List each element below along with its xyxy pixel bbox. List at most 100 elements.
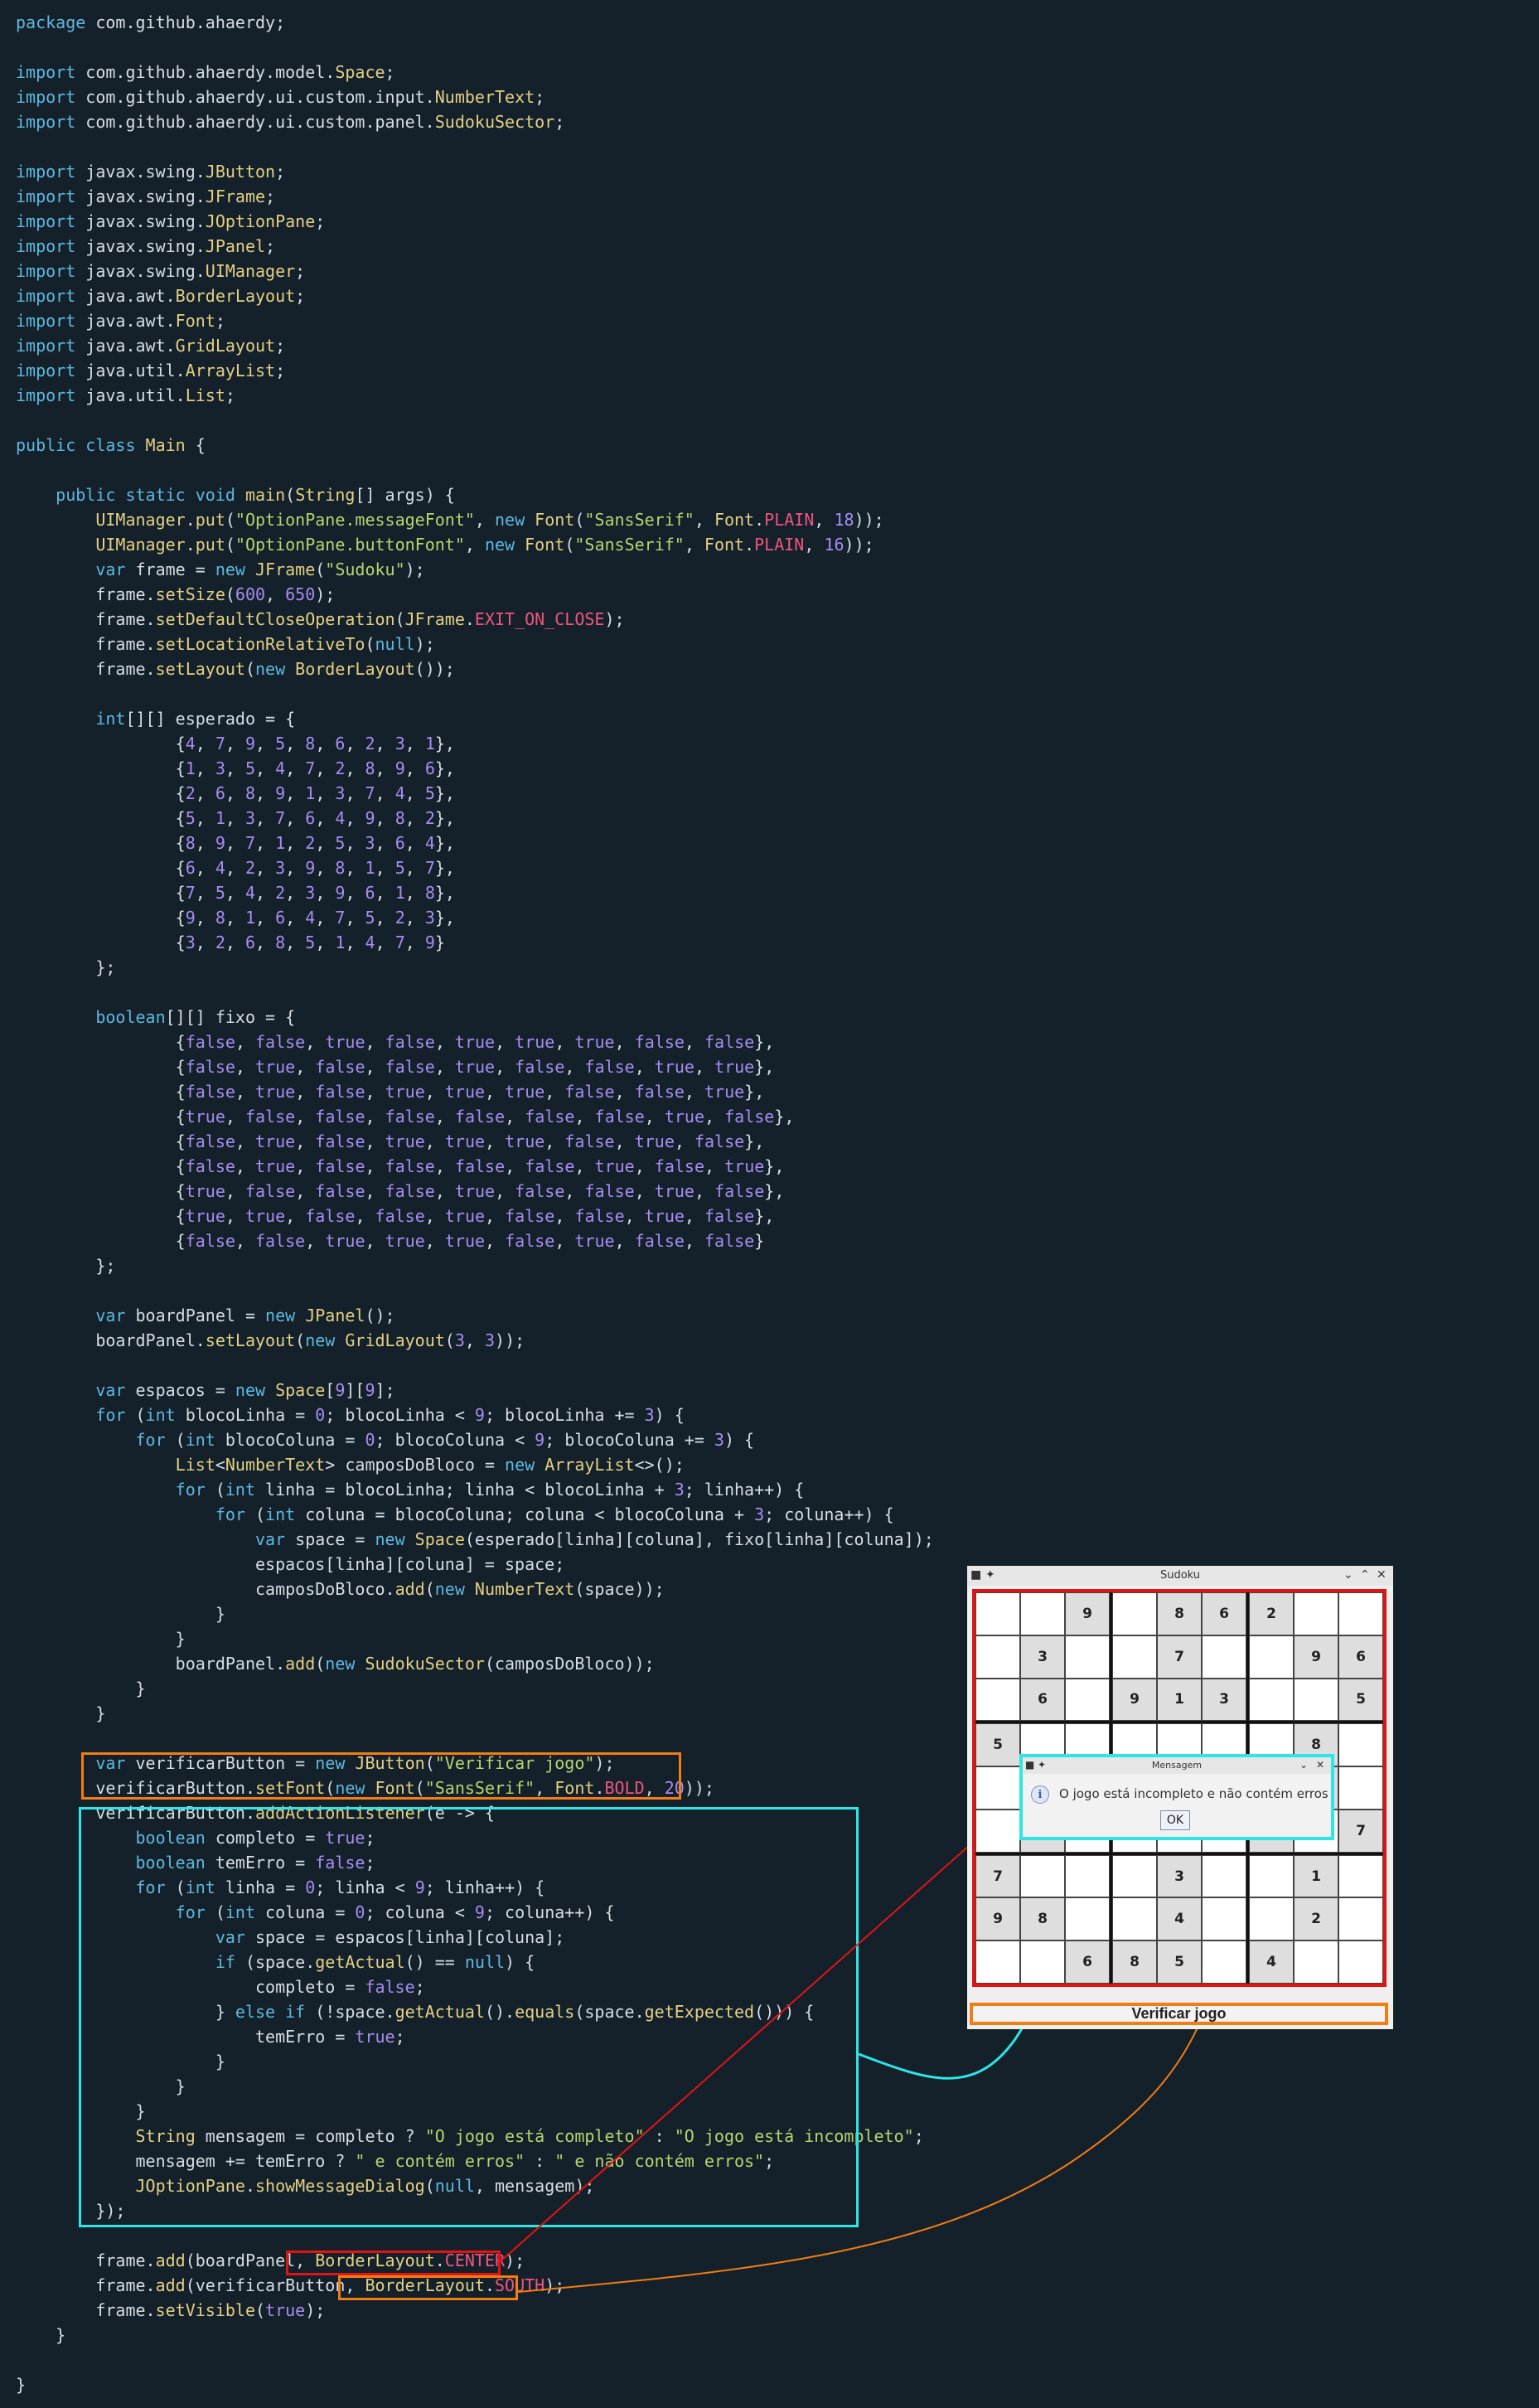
code-token: , bbox=[255, 908, 276, 928]
code-token: "OptionPane.buttonFont" bbox=[235, 535, 465, 555]
minimize-icon[interactable]: ⌄ bbox=[1299, 1759, 1309, 1771]
close-icon[interactable]: ✕ bbox=[1377, 1568, 1387, 1582]
sudoku-cell-input[interactable] bbox=[1113, 1898, 1156, 1940]
close-icon[interactable]: ✕ bbox=[1316, 1759, 1325, 1771]
sudoku-cell-input[interactable] bbox=[1339, 1767, 1382, 1809]
sudoku-cell-input[interactable] bbox=[1295, 1593, 1338, 1635]
sudoku-cell-input[interactable] bbox=[1203, 1855, 1246, 1897]
code-token: com.github.ahaerdy.ui.custom.panel. bbox=[75, 112, 435, 132]
code-token: , bbox=[704, 1107, 725, 1126]
code-token: , bbox=[295, 1156, 316, 1176]
code-token: , bbox=[424, 1131, 445, 1151]
sudoku-cell-input[interactable] bbox=[1203, 1941, 1246, 1983]
code-token: , bbox=[195, 933, 215, 952]
code-token: { bbox=[16, 1231, 186, 1251]
verify-game-button[interactable]: Verificar jogo bbox=[970, 2003, 1388, 2025]
sudoku-cell-input[interactable] bbox=[1113, 1593, 1156, 1635]
code-token: setSize bbox=[155, 584, 225, 604]
code-token: JPanel bbox=[305, 1306, 365, 1325]
sudoku-cell-input[interactable] bbox=[1339, 1724, 1382, 1766]
sudoku-cell-input[interactable] bbox=[1113, 1855, 1156, 1897]
code-token: ( bbox=[424, 1579, 435, 1599]
code-token: , bbox=[365, 1057, 385, 1077]
minimize-icon[interactable]: ⌄ bbox=[1343, 1568, 1353, 1582]
code-token: 9 bbox=[215, 833, 225, 853]
code-token: 7 bbox=[394, 933, 405, 952]
code-token: " e não contém erros" bbox=[554, 2151, 765, 2171]
maximize-icon[interactable]: ⌃ bbox=[1360, 1568, 1370, 1582]
sudoku-cell-input[interactable] bbox=[1066, 1635, 1109, 1678]
sudoku-cell-input[interactable] bbox=[1203, 1635, 1246, 1678]
sudoku-cell-input[interactable] bbox=[976, 1635, 1019, 1678]
code-token: (verificarButton, bbox=[185, 2275, 365, 2295]
code-token: Font bbox=[714, 510, 755, 530]
code-token: }, bbox=[434, 734, 455, 753]
code-token: ArrayList bbox=[185, 361, 276, 380]
sudoku-cell-input[interactable] bbox=[1203, 1898, 1246, 1940]
code-token bbox=[16, 1380, 95, 1400]
code-token: for bbox=[135, 1430, 166, 1450]
code-token: ; bbox=[315, 211, 326, 231]
sudoku-cell-input[interactable] bbox=[1339, 1855, 1382, 1897]
sudoku-cell-input[interactable] bbox=[1021, 1941, 1064, 1983]
code-token: { bbox=[16, 734, 186, 753]
sudoku-cell-input[interactable] bbox=[1066, 1679, 1109, 1721]
code-token: 6 bbox=[365, 883, 375, 903]
code-line: import javax.swing.JPanel; bbox=[16, 234, 934, 259]
sudoku-cell-input[interactable] bbox=[976, 1810, 1019, 1852]
code-token: , bbox=[255, 858, 276, 878]
code-token: new bbox=[505, 1455, 535, 1475]
sudoku-cell-input[interactable] bbox=[1339, 1898, 1382, 1940]
code-token: false bbox=[724, 1107, 775, 1126]
code-token: } bbox=[16, 2375, 27, 2395]
code-token: true bbox=[444, 1206, 486, 1226]
code-token: ); bbox=[404, 560, 425, 579]
sudoku-cell-input[interactable] bbox=[1295, 1679, 1338, 1721]
code-token bbox=[405, 1529, 415, 1549]
pin-icon[interactable]: ✦ bbox=[1038, 1759, 1047, 1771]
sudoku-cell-input[interactable] bbox=[1250, 1679, 1293, 1721]
sudoku-cell-input[interactable] bbox=[976, 1679, 1019, 1721]
code-token: 6 bbox=[275, 908, 286, 928]
sudoku-cell-input[interactable] bbox=[976, 1941, 1019, 1983]
code-token: true bbox=[505, 1131, 545, 1151]
sudoku-cell-input[interactable] bbox=[1250, 1855, 1293, 1897]
sudoku-cell-input[interactable] bbox=[1250, 1898, 1293, 1940]
code-token: blocoLinha = bbox=[175, 1405, 316, 1425]
code-token: add bbox=[285, 1654, 316, 1674]
code-token: { bbox=[16, 808, 186, 828]
sudoku-cell-input[interactable] bbox=[976, 1593, 1019, 1635]
sudoku-cell-input[interactable] bbox=[1021, 1855, 1064, 1897]
ok-button[interactable]: OK bbox=[1160, 1810, 1190, 1830]
code-token: import bbox=[16, 112, 76, 132]
code-token: true bbox=[634, 1131, 675, 1151]
code-token: false bbox=[385, 1107, 435, 1126]
code-token: , bbox=[255, 758, 276, 778]
sudoku-cell-input[interactable] bbox=[1113, 1635, 1156, 1678]
code-token: ( bbox=[205, 1480, 225, 1500]
code-token: 9 bbox=[365, 808, 375, 828]
code-token: 0 bbox=[365, 1430, 375, 1450]
code-token: } bbox=[16, 2002, 235, 2022]
code-token: "Sudoku" bbox=[325, 560, 405, 579]
code-token: (); bbox=[365, 1306, 395, 1325]
sudoku-cell-input[interactable] bbox=[1021, 1593, 1064, 1635]
code-token: , bbox=[624, 1206, 645, 1226]
sudoku-cell-input[interactable] bbox=[1066, 1855, 1109, 1897]
code-token: , bbox=[404, 833, 425, 853]
sudoku-cell-input[interactable] bbox=[1339, 1941, 1382, 1983]
code-token: , bbox=[345, 783, 365, 803]
code-token: true bbox=[444, 1231, 486, 1251]
sudoku-cell-input[interactable] bbox=[1295, 1941, 1338, 1983]
sudoku-cell-input[interactable] bbox=[976, 1767, 1019, 1809]
code-token: , bbox=[285, 758, 306, 778]
code-token: 650 bbox=[285, 584, 316, 604]
code-token: 3 bbox=[674, 1480, 685, 1500]
code-token: ); bbox=[604, 609, 625, 629]
pin-icon[interactable]: ✦ bbox=[985, 1568, 995, 1582]
sudoku-cell-input[interactable] bbox=[1250, 1635, 1293, 1678]
sudoku-cell-input[interactable] bbox=[1066, 1898, 1109, 1940]
code-token: , bbox=[375, 758, 395, 778]
sudoku-cell-input[interactable] bbox=[1339, 1593, 1382, 1635]
